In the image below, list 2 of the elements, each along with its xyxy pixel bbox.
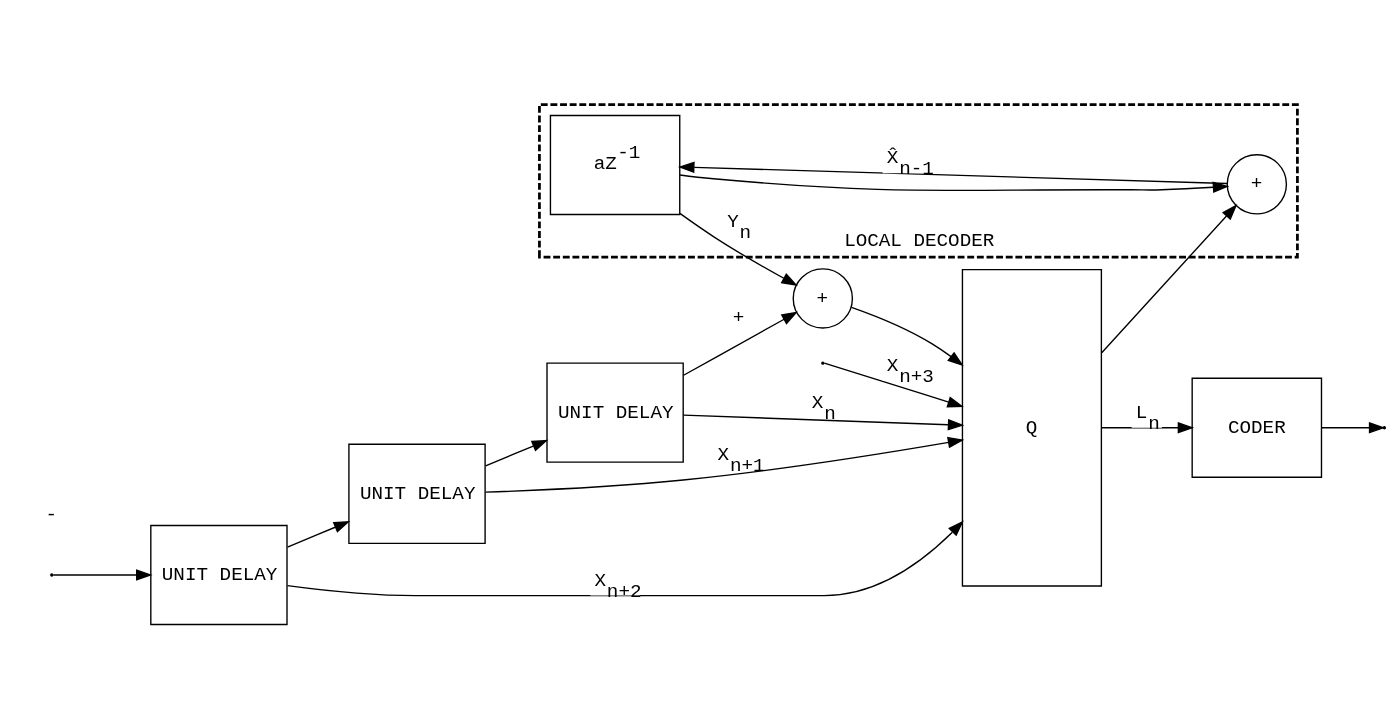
edge-label: +: [732, 306, 745, 329]
label: -: [45, 503, 58, 526]
